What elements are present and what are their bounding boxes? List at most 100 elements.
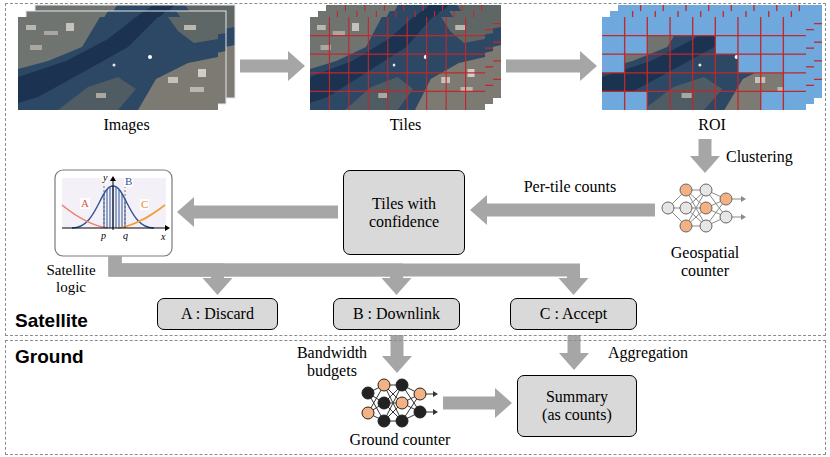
thick-arrow [443,388,512,418]
arrow-head [203,278,233,295]
box-text: Tiles with confidence [347,195,461,231]
svg-circle [414,388,426,400]
chart-letter: q [122,231,129,241]
chart-letter: p [100,231,107,241]
svg-use [18,17,218,110]
edge-label: Bandwidth budgets [286,344,378,380]
svg-path [62,181,165,230]
arrow-shaft [506,60,581,73]
arrow-head [288,51,305,81]
arrow-head [690,156,720,173]
images-illustration [18,5,235,110]
svg-use [602,17,806,110]
arrow-head [382,356,412,373]
arrow-shaft [443,397,496,410]
chart-letter: x [160,232,166,242]
box-text: C : Accept [540,305,608,323]
decision-box: B : Downlink [333,298,460,330]
svg-circle [680,202,692,214]
thick-arrow [115,256,589,295]
thick-arrow [690,139,720,173]
region-title: Ground [15,346,84,368]
thick-arrow [177,197,338,227]
svg-circle [378,415,390,427]
svg-circle [362,387,374,399]
arrow-shaft [193,206,338,219]
svg-use [602,17,806,110]
arrow-shaft [486,204,655,217]
edge-label: Per-tile counts [518,178,622,196]
svg-circle [680,220,692,232]
thick-arrow [470,195,655,225]
arrow-shaft [568,335,581,354]
box-text: A : Discard [181,305,254,323]
roi-stack: ROI [602,5,822,110]
logic-chart [55,170,172,256]
svg-circle [700,220,712,232]
chart-letter: B [124,176,133,187]
svg-circle [680,184,692,196]
arrow-head [559,278,589,295]
decision-box: A : Discard [157,298,278,330]
icon-caption: Geospatial counter [655,244,755,280]
svg-rect [55,170,172,256]
arrow-head [580,51,597,81]
box-text: Summary (as counts) [537,388,617,424]
ground-network-icon [362,379,438,427]
svg-path [104,180,125,228]
thick-arrow [506,51,597,81]
svg-use [602,17,806,110]
process-box: Summary (as counts) [517,375,637,437]
arrow-head [559,353,589,370]
svg-g [104,180,125,228]
arrow-shaft [115,256,574,279]
svg-path [741,196,746,220]
svg-g [362,379,426,427]
roi-illustration [602,5,822,110]
svg-circle [396,415,408,427]
svg-circle [414,406,426,418]
tile-stack: Tiles [310,5,501,110]
region-title: Satellite [15,310,88,332]
svg-circle [720,211,732,223]
svg-circle [396,397,408,409]
arrow-shaft [391,335,404,357]
svg-path [110,176,170,231]
svg-circle [378,379,390,391]
svg-path [104,186,125,228]
image-caption: ROI [698,116,726,134]
arrow-shaft [240,60,289,73]
image-caption: Images [103,116,149,134]
ground-region: GroundGround counter Summary (as counts) [5,340,826,455]
svg-circle [700,202,712,214]
svg-use [310,17,485,110]
icon-caption: Ground counter [350,431,451,449]
arrow-shaft [699,139,712,157]
chart-letter: C [140,199,149,210]
svg-circle [720,193,732,205]
arrow-head [382,278,412,295]
svg-rect [62,178,166,228]
edge-label: Clustering [724,148,795,166]
chart-caption: Satellite logic [39,262,103,296]
svg-circle [700,184,712,196]
image-stack: Images [18,5,235,110]
svg-g [662,184,732,232]
satellite-region: SatelliteImagesTilesROIGeospatial counte… [5,3,826,336]
svg-use [310,17,485,110]
svg-circle [378,397,390,409]
network-icon: Geospatial counter [660,178,750,238]
geospatial-network-icon [662,184,746,232]
svg-circle [362,407,374,419]
network-icon: Ground counter [362,378,438,428]
chart-letter: y [102,173,108,183]
tiles-illustration [310,5,501,110]
arrow-head [470,195,487,225]
chart-letter: A [80,198,90,209]
svg-path [433,391,438,415]
edge-label: Aggregation [606,344,690,362]
svg-circle [662,202,674,214]
box-text: B : Downlink [353,305,440,323]
